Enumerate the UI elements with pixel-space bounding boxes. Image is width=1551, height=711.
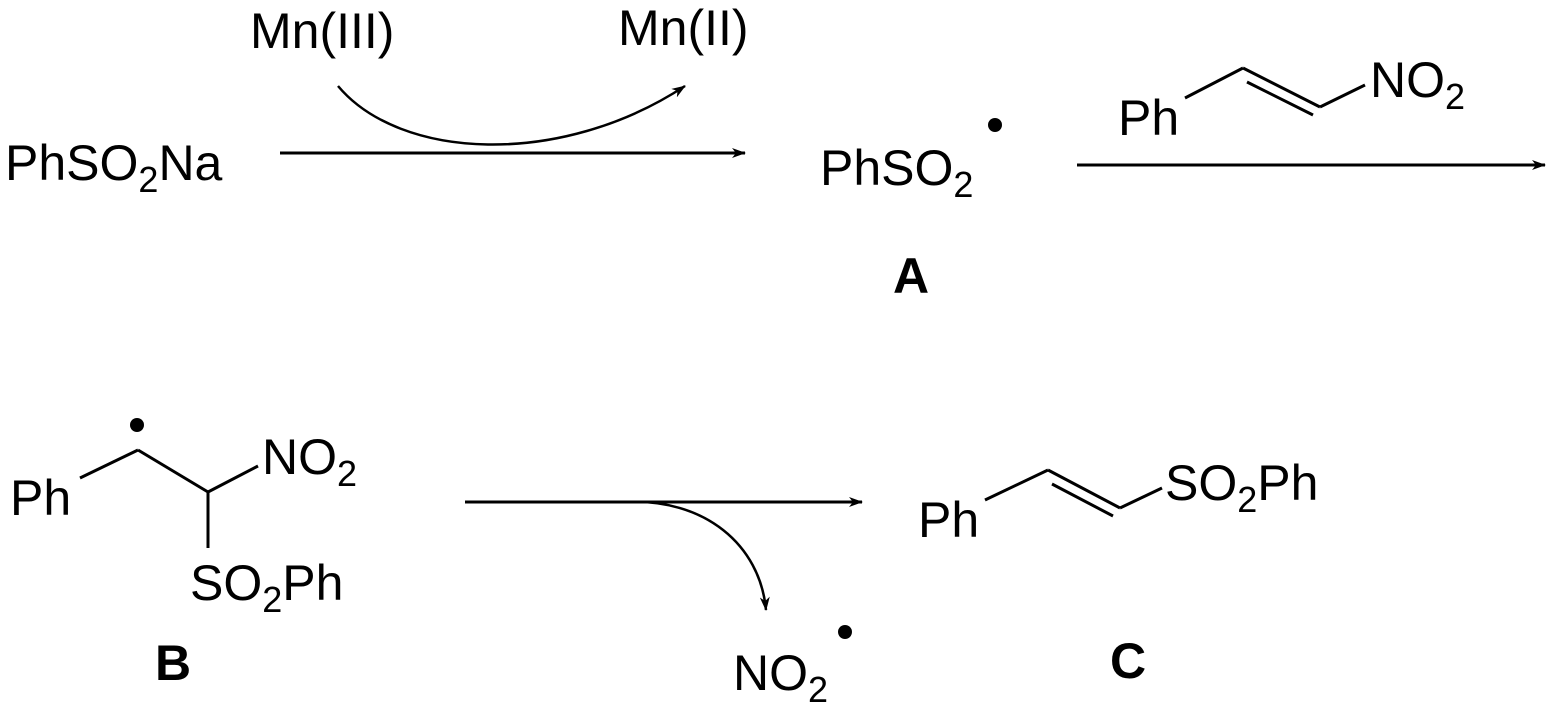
radical-dot-a <box>988 118 1002 132</box>
sulfinate-main: PhSO <box>5 135 138 191</box>
intermediate-b-so: SO <box>190 555 262 611</box>
product-c-bond-1 <box>984 468 1049 502</box>
intermediate-b-no: NO <box>262 429 337 485</box>
product-c-double-bond-b <box>1051 482 1114 518</box>
label-a: A <box>893 248 929 304</box>
intermediate-b-no-sub: 2 <box>337 453 357 494</box>
radical-a-formula: PhSO2 <box>820 140 973 205</box>
intermediate-b-so2ph: SO2Ph <box>190 555 343 620</box>
no2-radical-sub: 2 <box>808 669 828 710</box>
radical-dot-b <box>130 418 144 432</box>
product-c-so: SO <box>1165 455 1237 511</box>
nitrostyrene-bond-1 <box>1184 66 1244 100</box>
product-c-so-sub: 2 <box>1237 479 1257 520</box>
sulfinate-tail: Na <box>158 135 222 191</box>
mn-redox-curved-arrow <box>337 84 686 146</box>
radical-dot-no2 <box>838 625 852 639</box>
no2-radical-formula: NO2 <box>733 645 828 710</box>
intermediate-b-so-tail: Ph <box>282 555 343 611</box>
sulfinate-sub: 2 <box>138 159 158 200</box>
no2-radical-main: NO <box>733 645 808 701</box>
nitrostyrene-no2: NO2 <box>1370 52 1465 117</box>
intermediate-b-ph: Ph <box>10 470 71 526</box>
intermediate-b-bond-3 <box>207 464 259 494</box>
intermediate-b-bond-2 <box>137 448 209 494</box>
sulfinate-reactant: PhSO2Na <box>5 135 223 200</box>
label-b: B <box>155 635 191 691</box>
radical-a-sub: 2 <box>953 164 973 205</box>
nitrostyrene-ph: Ph <box>1118 90 1179 146</box>
intermediate-b-bond-1 <box>79 448 139 480</box>
nitrostyrene-no: NO <box>1370 52 1445 108</box>
radical-a-main: PhSO <box>820 140 953 196</box>
product-c-so2ph: SO2Ph <box>1165 455 1318 520</box>
intermediate-b-no2: NO2 <box>262 429 357 494</box>
nitrostyrene-sub: 2 <box>1445 76 1465 117</box>
no2-release-curved-arrow <box>624 500 770 611</box>
label-c: C <box>1110 633 1146 689</box>
product-c-so-tail: Ph <box>1257 455 1318 511</box>
mn-ii-label: Mn(II) <box>618 0 749 56</box>
nitrostyrene-bond-3 <box>1319 83 1366 109</box>
mn-iii-label: Mn(III) <box>250 3 394 59</box>
intermediate-b-so-sub: 2 <box>262 579 282 620</box>
product-c-bond-3 <box>1119 486 1163 510</box>
product-c-double-bond-a <box>1047 468 1121 510</box>
product-c-ph: Ph <box>918 492 979 548</box>
nitrostyrene-double-bond-a <box>1242 66 1321 109</box>
nitrostyrene-double-bond-b <box>1246 80 1314 117</box>
